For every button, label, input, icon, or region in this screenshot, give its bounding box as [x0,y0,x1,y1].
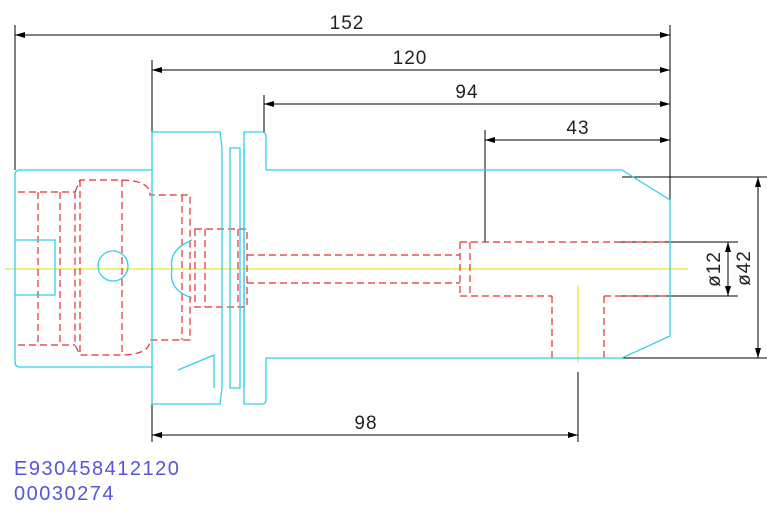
outline-body [243,131,671,405]
arrow-152-left [15,32,25,38]
hidden-screw-pocket [194,228,248,308]
arrow-d42-bottom [755,348,761,358]
outline [14,131,671,405]
outline-flange [151,131,223,405]
outline-keyway [177,354,215,388]
arrow-98-right [568,432,578,438]
outline-taper [14,169,152,368]
dimension-lines [14,25,767,442]
arrow-43-left [485,137,495,143]
dim-text-d12: ø12 [704,251,725,287]
outline-ball-pocket [170,239,193,299]
arrow-d12-top [725,242,731,252]
part-code-line1: E930458412120 [14,458,181,480]
arrow-120-right [660,67,670,73]
hidden-lines [18,179,670,358]
arrow-43-right [660,137,670,143]
dim-text-94: 94 [455,82,478,103]
arrow-120-left [152,67,162,73]
hidden-retention-chamber [74,179,191,356]
arrow-94-right [660,101,670,107]
dim-text-120: 120 [393,48,428,69]
arrow-94-left [264,101,274,107]
dim-text-98: 98 [354,413,377,434]
arrow-152-right [660,32,670,38]
dim-text-d42: ø42 [734,250,755,286]
outline-flange-groove [229,147,241,389]
outline-crosshole-circle [97,250,129,282]
dim-text-152: 152 [330,13,365,34]
dim-text-43: 43 [566,118,589,139]
arrow-d12-bottom [725,286,731,296]
arrow-d42-top [755,177,761,187]
part-code-line2: 00030274 [14,483,115,505]
arrow-98-left [152,432,162,438]
